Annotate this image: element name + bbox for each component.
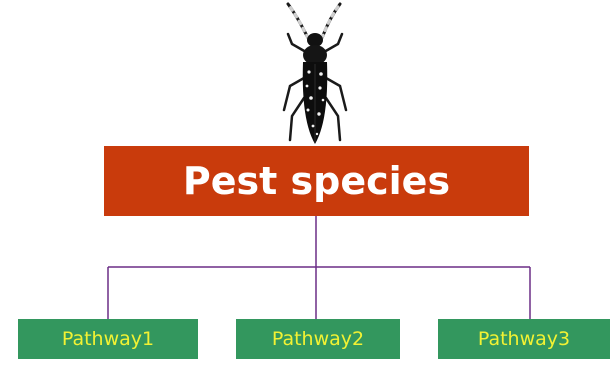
child-node-label: Pathway1: [62, 328, 154, 350]
child-node-pathway1: Pathway1: [18, 319, 198, 359]
child-node-label: Pathway3: [478, 328, 570, 350]
child-node-pathway3: Pathway3: [438, 319, 610, 359]
root-node-pest-species: Pest species: [104, 146, 529, 216]
child-node-label: Pathway2: [272, 328, 364, 350]
child-node-pathway2: Pathway2: [236, 319, 400, 359]
root-node-label: Pest species: [183, 159, 450, 203]
